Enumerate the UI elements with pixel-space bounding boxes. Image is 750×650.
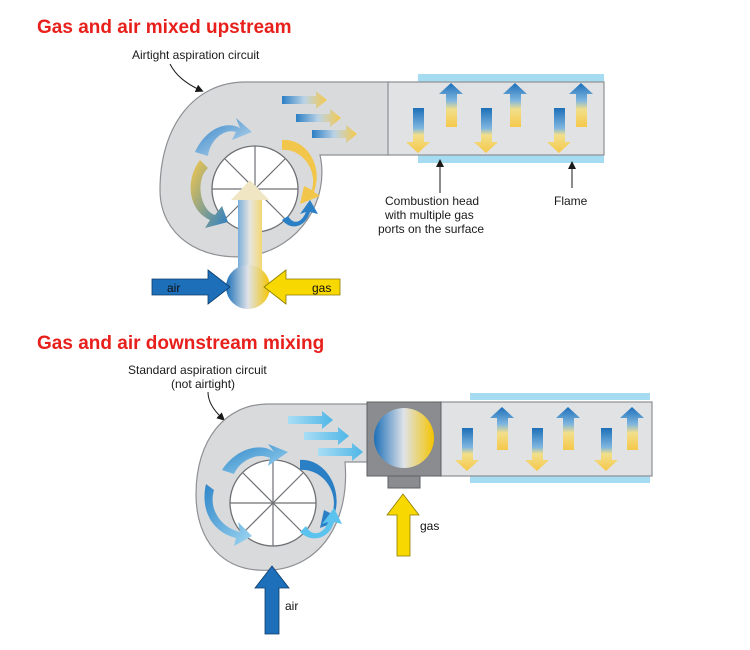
top-swirl-arrow-lower-left [190,160,228,228]
bottom-mixing-ball [374,408,434,468]
bottom-circuit-pointer [207,391,225,421]
bottom-flow-arrows [288,411,363,461]
bottom-swirl-arrow-upper-left [222,444,288,474]
top-port-arrows [406,83,593,153]
bottom-air-label: air [285,599,298,613]
bottom-swirl-arrow-lower-right [300,508,342,539]
bottom-flame-bar-bottom [470,476,650,483]
bottom-port-arrows [455,407,644,471]
bottom-gas-label: gas [420,519,439,533]
top-swirl-arrow-right [282,139,320,204]
top-mix-stem [238,196,262,274]
top-gas-arrow [263,269,341,305]
bottom-air-arrow [254,565,290,635]
top-flame-bar-top [418,74,604,82]
top-flame-bar-bottom [418,155,604,163]
top-swirl-arrow-lower-right [282,200,318,227]
top-mix-stem-head [231,180,269,200]
top-swirl-arrow-upper-left [195,118,252,156]
top-flame-label: Flame [554,194,588,208]
top-air-arrow [151,269,231,305]
bottom-title: Gas and air downstream mixing [37,333,324,354]
top-air-label: air [167,281,180,295]
bottom-gas-arrow [386,493,420,557]
top-circuit-pointer [169,63,204,92]
bottom-swirl-arrow-lower-left [204,484,252,546]
top-flow-arrows [282,91,357,143]
top-mixing-ball [226,265,270,309]
bottom-combustion-head [439,401,653,477]
bottom-fan-spokes [230,460,316,546]
bottom-flame-bar-top [470,393,650,400]
bottom-gas-inlet [387,475,421,489]
top-title: Gas and air mixed upstream [37,17,292,38]
top-combustion-label: Combustion head with multiple gas ports … [378,194,484,236]
bottom-circuit-label: Standard aspiration circuit (not airtigh… [128,363,270,391]
top-circuit-label: Airtight aspiration circuit [132,48,260,62]
top-gas-label: gas [312,281,331,295]
